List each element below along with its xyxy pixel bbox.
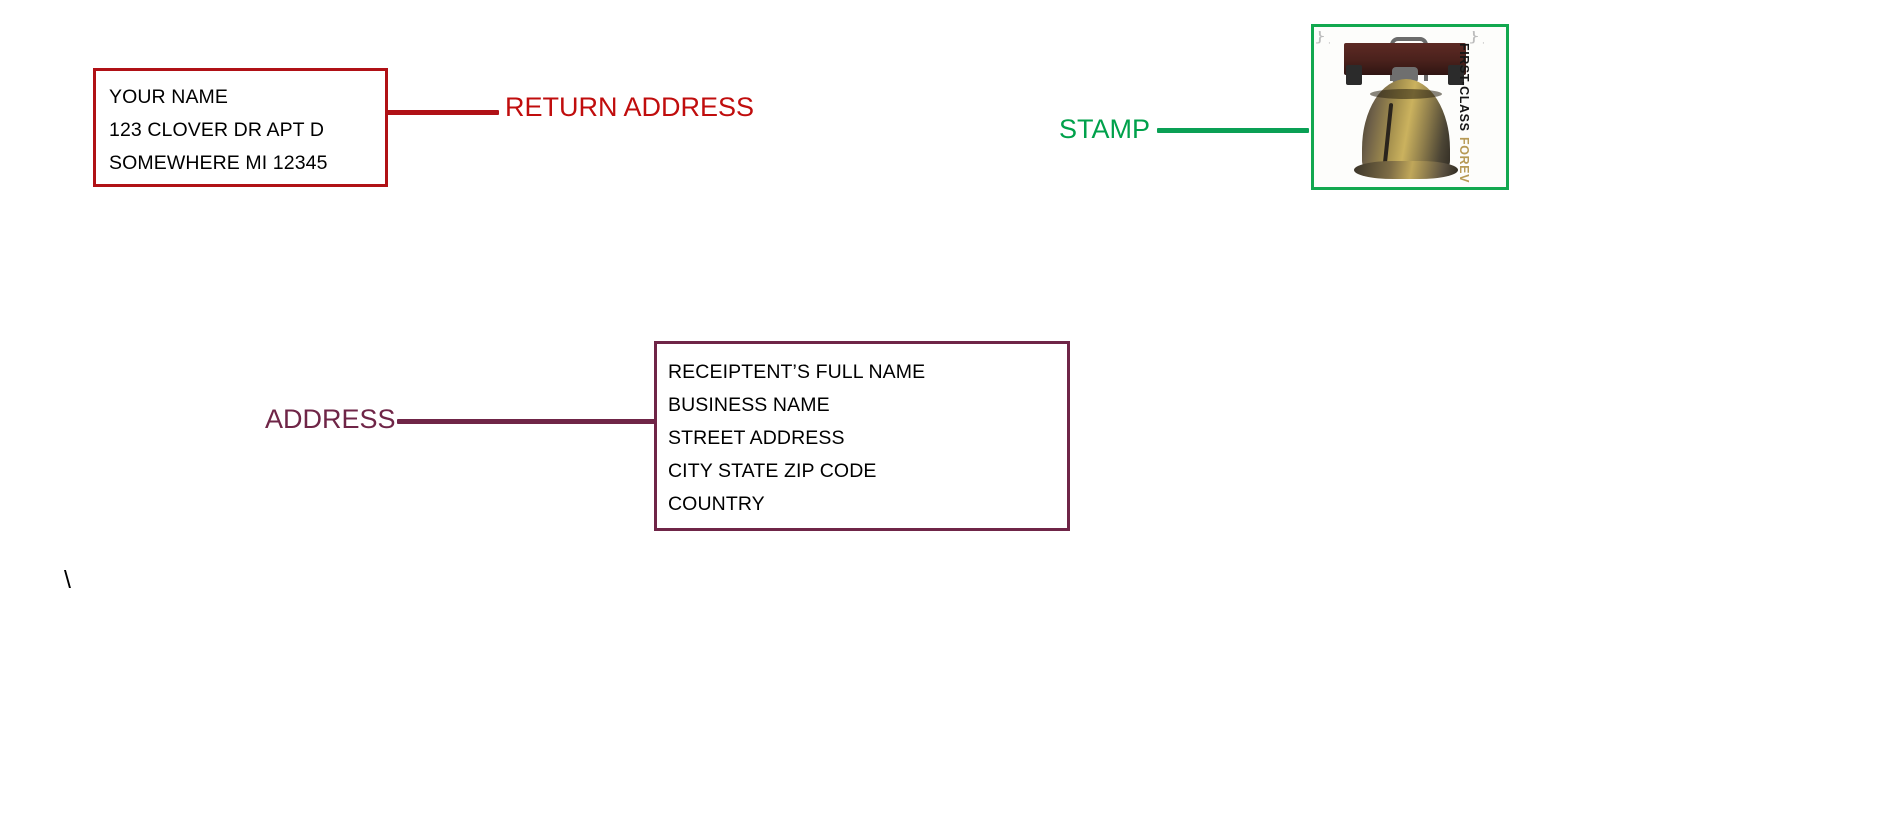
recipient-address-line-1: RECEIPTENT’S FULL NAME [668,361,926,383]
stamp-callout-label: STAMP [1059,114,1151,144]
recipient-address-box: RECEIPTENT’S FULL NAME BUSINESS NAME STR… [654,341,1070,531]
return-address-line-1: YOUR NAME [109,86,228,108]
return-address-box: YOUR NAME 123 CLOVER DR APT D SOMEWHERE … [93,68,388,187]
address-callout-label: ADDRESS [265,404,396,434]
return-address-line-2: 123 CLOVER DR APT D [109,119,325,141]
stamp-forever-text: FOREV [1457,136,1471,183]
bell-body [1362,79,1450,171]
stamp-interior: }}}}}}}}}}}}}} }}}}}}}}}}}}}} FIRST-CLAS… [1314,27,1506,187]
stamp-perforation-left: }}}}}}}}}}}}}} [1316,31,1330,183]
return-address-lines: YOUR NAME 123 CLOVER DR APT D SOMEWHERE … [109,81,381,180]
recipient-address-line-2: BUSINESS NAME [668,394,830,416]
stamp-first-class-text: FIRST-CLASS [1457,43,1471,132]
return-address-callout-label: RETURN ADDRESS [505,92,755,122]
bell-lip [1354,161,1458,179]
liberty-bell-illustration [1340,37,1470,183]
recipient-address-line-5: COUNTRY [668,493,765,515]
liberty-bell-stamp-icon: }}}}}}}}}}}}}} }}}}}}}}}}}}}} FIRST-CLAS… [1311,24,1509,190]
stray-backslash-mark: \ [64,566,71,594]
bell-yoke [1344,43,1466,85]
return-address-leader-line [386,110,499,115]
recipient-address-line-4: CITY STATE ZIP CODE [668,460,877,482]
recipient-address-lines: RECEIPTENT’S FULL NAME BUSINESS NAME STR… [668,356,1063,521]
recipient-address-line-3: STREET ADDRESS [668,427,845,449]
return-address-line-3: SOMEWHERE MI 12345 [109,152,328,174]
stamp-perforation-right: }}}}}}}}}}}}}} [1470,31,1484,183]
stamp-leader-line [1157,128,1309,133]
address-leader-line [397,419,655,424]
